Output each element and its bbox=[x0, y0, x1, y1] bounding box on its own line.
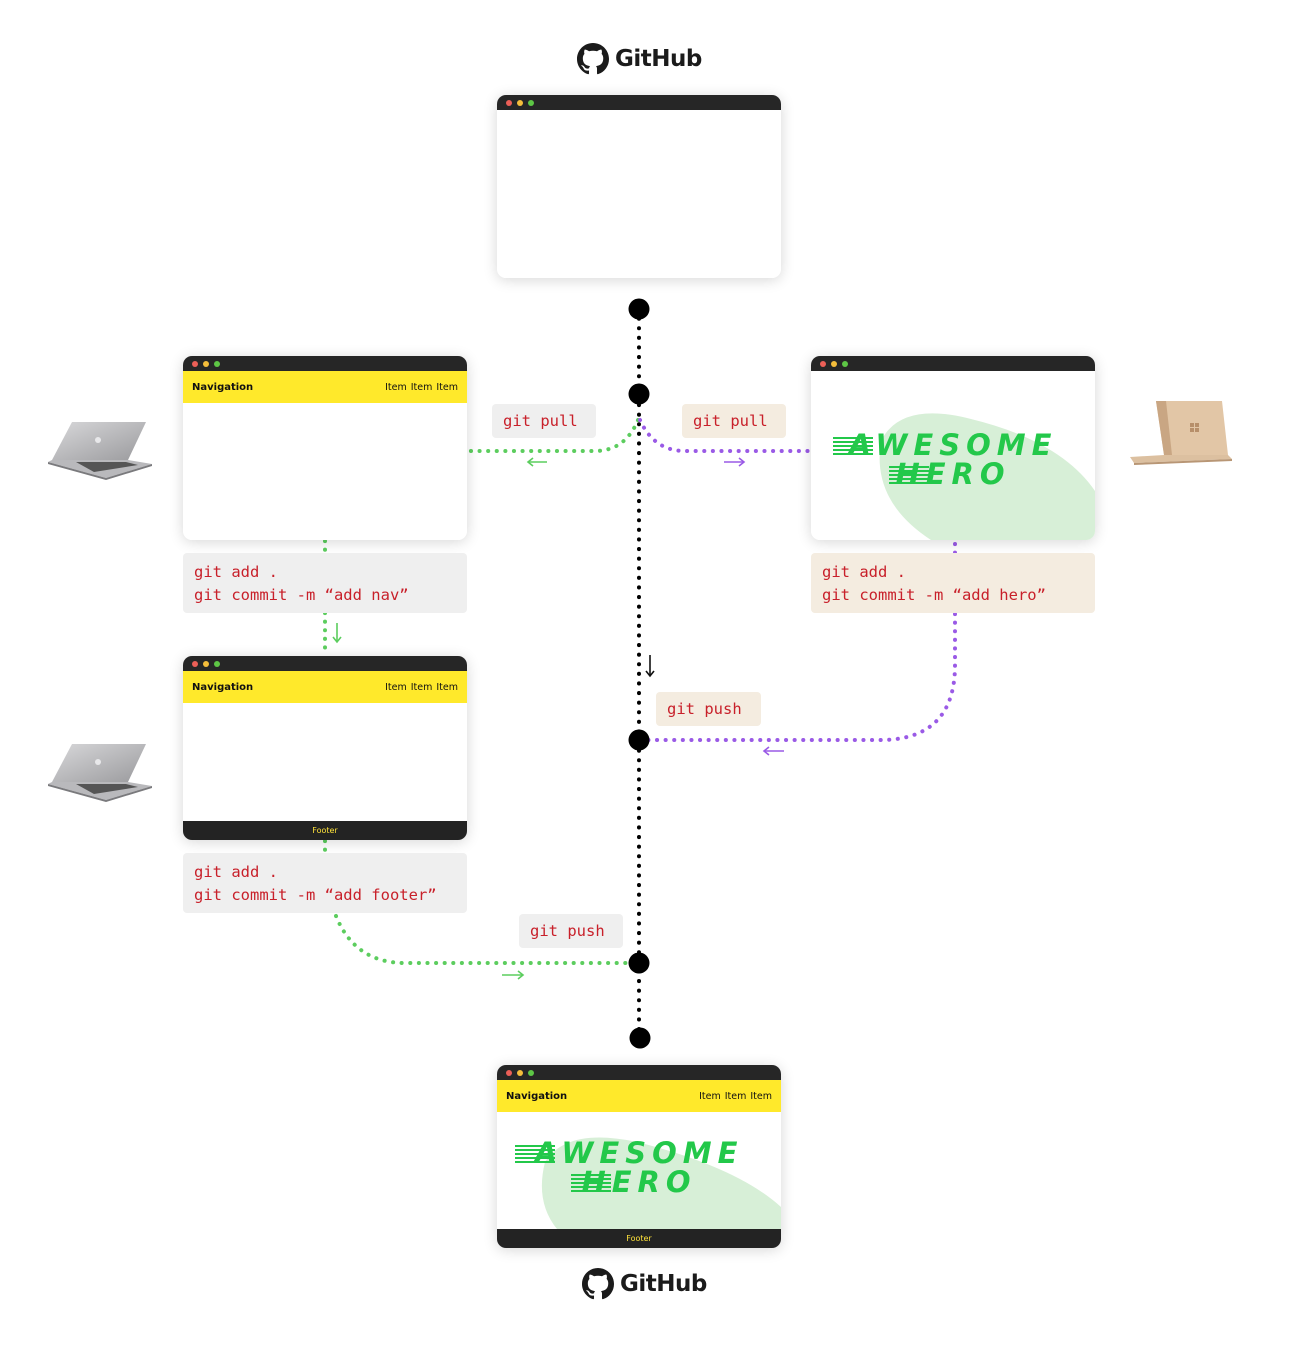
window-titlebar bbox=[811, 356, 1095, 371]
window-body: AWESOME HERO bbox=[811, 371, 1095, 540]
hero-heading: AWESOME HERO bbox=[497, 1139, 781, 1197]
arrow-icon bbox=[502, 971, 523, 979]
nav-item: Item bbox=[385, 682, 407, 693]
commit-node bbox=[630, 1028, 651, 1049]
close-dot-icon bbox=[820, 361, 826, 367]
nav-item: Item bbox=[411, 382, 433, 393]
close-dot-icon bbox=[192, 361, 198, 367]
commit-node bbox=[629, 299, 650, 320]
site-footer: Footer bbox=[497, 1229, 781, 1248]
github-repo-window-empty bbox=[497, 95, 781, 278]
commit-hero-commands: git add . git commit -m “add hero” bbox=[811, 553, 1095, 613]
window-titlebar bbox=[183, 356, 467, 371]
github-repo-window-final: Navigation Item Item Item AWESOME HERO F… bbox=[497, 1065, 781, 1248]
hero-line-1: AWESOME bbox=[497, 1139, 781, 1168]
brand-name: GitHub bbox=[620, 1271, 707, 1297]
github-logo-icon bbox=[582, 1268, 614, 1300]
github-brand-top: GitHub bbox=[577, 43, 702, 75]
nav-item: Item bbox=[699, 1091, 721, 1102]
close-dot-icon bbox=[506, 100, 512, 106]
arrow-icon bbox=[333, 623, 341, 642]
command-line: git add . bbox=[194, 861, 456, 884]
nav-item: Item bbox=[725, 1091, 747, 1102]
nav-item: Item bbox=[385, 382, 407, 393]
macbook-laptop-icon bbox=[46, 418, 156, 484]
nav-item: Item bbox=[750, 1091, 772, 1102]
close-dot-icon bbox=[506, 1070, 512, 1076]
site-navbar: Navigation Item Item Item bbox=[183, 371, 467, 403]
github-logo-icon bbox=[577, 43, 609, 75]
window-body bbox=[183, 703, 467, 821]
window-titlebar bbox=[183, 656, 467, 671]
git-pull-label-left: git pull bbox=[492, 404, 596, 438]
commit-node bbox=[629, 953, 650, 974]
git-pull-label-right: git pull bbox=[682, 404, 786, 438]
maximize-dot-icon bbox=[842, 361, 848, 367]
commit-node bbox=[629, 384, 650, 405]
command-line: git commit -m “add nav” bbox=[194, 584, 456, 607]
close-dot-icon bbox=[192, 661, 198, 667]
nav-item: Item bbox=[436, 382, 458, 393]
minimize-dot-icon bbox=[831, 361, 837, 367]
hero-line-2: HERO bbox=[497, 1168, 781, 1197]
nav-item: Item bbox=[436, 682, 458, 693]
hero-line-1: AWESOME bbox=[811, 431, 1095, 460]
minimize-dot-icon bbox=[517, 1070, 523, 1076]
surface-laptop-icon bbox=[1126, 395, 1236, 469]
maximize-dot-icon bbox=[528, 1070, 534, 1076]
local-window-nav: Navigation Item Item Item bbox=[183, 356, 467, 540]
arrow-icon bbox=[646, 655, 654, 676]
maximize-dot-icon bbox=[214, 361, 220, 367]
git-push-label-right: git push bbox=[656, 692, 761, 726]
window-titlebar bbox=[497, 95, 781, 110]
command-line: git add . bbox=[822, 561, 1084, 584]
command-line: git commit -m “add hero” bbox=[822, 584, 1084, 607]
arrow-icon bbox=[764, 747, 784, 755]
command-line: git add . bbox=[194, 561, 456, 584]
nav-title: Navigation bbox=[192, 382, 253, 393]
hero-heading: AWESOME HERO bbox=[811, 431, 1095, 489]
commit-node bbox=[629, 730, 650, 751]
nav-items: Item Item Item bbox=[385, 682, 458, 693]
window-body bbox=[497, 110, 781, 278]
window-body bbox=[183, 403, 467, 540]
nav-title: Navigation bbox=[506, 1091, 567, 1102]
site-footer: Footer bbox=[183, 821, 467, 840]
local-window-hero: AWESOME HERO bbox=[811, 356, 1095, 540]
minimize-dot-icon bbox=[203, 661, 209, 667]
window-body: AWESOME HERO bbox=[497, 1112, 781, 1229]
macbook-laptop-icon bbox=[46, 740, 156, 806]
command-line: git commit -m “add footer” bbox=[194, 884, 456, 907]
nav-item: Item bbox=[411, 682, 433, 693]
minimize-dot-icon bbox=[517, 100, 523, 106]
minimize-dot-icon bbox=[203, 361, 209, 367]
nav-items: Item Item Item bbox=[385, 382, 458, 393]
brand-name: GitHub bbox=[615, 46, 702, 72]
commit-footer-commands: git add . git commit -m “add footer” bbox=[183, 853, 467, 913]
arrow-icon bbox=[724, 458, 744, 466]
window-titlebar bbox=[497, 1065, 781, 1080]
site-navbar: Navigation Item Item Item bbox=[183, 671, 467, 703]
nav-items: Item Item Item bbox=[699, 1091, 772, 1102]
commit-nav-commands: git add . git commit -m “add nav” bbox=[183, 553, 467, 613]
git-push-label-left: git push bbox=[519, 914, 623, 948]
hero-line-2: HERO bbox=[811, 460, 1095, 489]
local-window-nav-footer: Navigation Item Item Item Footer bbox=[183, 656, 467, 840]
arrow-icon bbox=[528, 458, 547, 466]
maximize-dot-icon bbox=[528, 100, 534, 106]
nav-title: Navigation bbox=[192, 682, 253, 693]
github-brand-bottom: GitHub bbox=[582, 1268, 707, 1300]
maximize-dot-icon bbox=[214, 661, 220, 667]
site-navbar: Navigation Item Item Item bbox=[497, 1080, 781, 1112]
